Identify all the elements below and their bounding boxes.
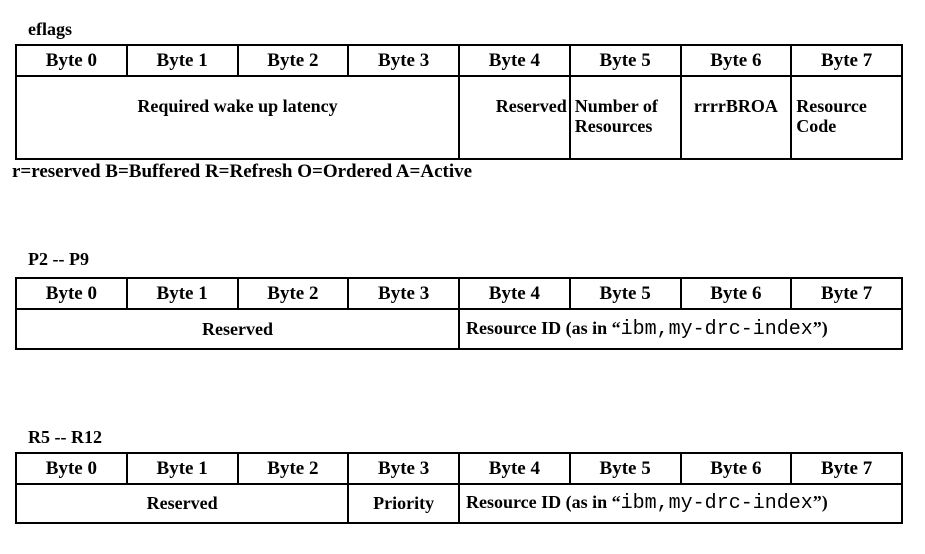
r5-r12-cell-reserved: Reserved [14,483,350,524]
resource-id-text: Resource ID (as in “ [466,317,621,338]
resource-id-text-suffix: ”) [812,492,828,512]
p2-p9-header-row: Byte 0 Byte 1 Byte 2 Byte 3 Byte 4 Byte … [15,277,903,310]
r5-r12-header-byte6: Byte 6 [679,452,793,485]
r5-r12-cell-priority: Priority [347,483,460,524]
r5-r12-body-row: Reserved Priority Resource ID (as in “ib… [14,483,903,524]
r5-r12-byte-table: Byte 0 Byte 1 Byte 2 Byte 3 Byte 4 Byte … [14,452,903,524]
r5-r12-header-byte2: Byte 2 [236,452,350,485]
eflags-cell-number-of-resources: Number of Resources [568,75,682,160]
r5-r12-header-byte1: Byte 1 [125,452,239,485]
eflags-footnote: r=reserved B=Buffered R=Refresh O=Ordere… [12,161,473,182]
r5-r12-header-byte5: Byte 5 [568,452,682,485]
eflags-header-byte7: Byte 7 [790,44,903,77]
table-label-r5-r12: R5 -- R12 [28,427,102,447]
r5-r12-cell-resource-id: Resource ID (as in “ibm,my-drc-index”) [458,483,903,524]
p2-p9-header-byte3: Byte 3 [347,277,460,310]
r5-r12-header-byte0: Byte 0 [15,452,128,485]
eflags-header-byte1: Byte 1 [125,44,239,77]
r5-r12-header-byte4: Byte 4 [458,452,571,485]
p2-p9-header-byte2: Byte 2 [236,277,350,310]
eflags-cell-wake-latency: Required wake up latency [15,75,460,160]
r5-r12-header-byte7: Byte 7 [790,452,903,485]
table-label-eflags: eflags [28,19,72,39]
p2-p9-header-byte0: Byte 0 [15,277,128,310]
eflags-body-row: Required wake up latency Reserved Number… [15,75,903,160]
eflags-header-row: Byte 0 Byte 1 Byte 2 Byte 3 Byte 4 Byte … [15,44,903,77]
eflags-cell-resource-code: Resource Code [790,75,903,160]
p2-p9-header-byte5: Byte 5 [568,277,682,310]
eflags-cell-flag-bits: rrrrBROA [679,75,793,160]
resource-id-property-name: ibm,my-drc-index [620,317,813,341]
resource-id-text-suffix: ”) [812,317,828,338]
eflags-header-byte3: Byte 3 [347,44,460,77]
r5-r12-header-byte3: Byte 3 [347,452,460,485]
eflags-cell-reserved: Reserved [458,75,571,160]
p2-p9-cell-reserved: Reserved [15,308,460,350]
p2-p9-header-byte6: Byte 6 [679,277,793,310]
table-label-p2-p9: P2 -- P9 [28,249,89,269]
p2-p9-cell-resource-id: Resource ID (as in “ibm,my-drc-index”) [458,308,903,350]
p2-p9-header-byte1: Byte 1 [125,277,239,310]
r5-r12-header-row: Byte 0 Byte 1 Byte 2 Byte 3 Byte 4 Byte … [15,452,903,485]
eflags-header-byte2: Byte 2 [236,44,350,77]
eflags-header-byte6: Byte 6 [679,44,793,77]
p2-p9-byte-table: Byte 0 Byte 1 Byte 2 Byte 3 Byte 4 Byte … [15,277,903,350]
eflags-header-byte5: Byte 5 [568,44,682,77]
eflags-header-byte0: Byte 0 [15,44,128,77]
p2-p9-header-byte7: Byte 7 [790,277,903,310]
eflags-header-byte4: Byte 4 [458,44,571,77]
p2-p9-header-byte4: Byte 4 [458,277,571,310]
resource-id-property-name: ibm,my-drc-index [620,492,813,515]
resource-id-text: Resource ID (as in “ [466,492,621,512]
eflags-byte-table: Byte 0 Byte 1 Byte 2 Byte 3 Byte 4 Byte … [15,44,903,160]
p2-p9-body-row: Reserved Resource ID (as in “ibm,my-drc-… [15,308,903,350]
